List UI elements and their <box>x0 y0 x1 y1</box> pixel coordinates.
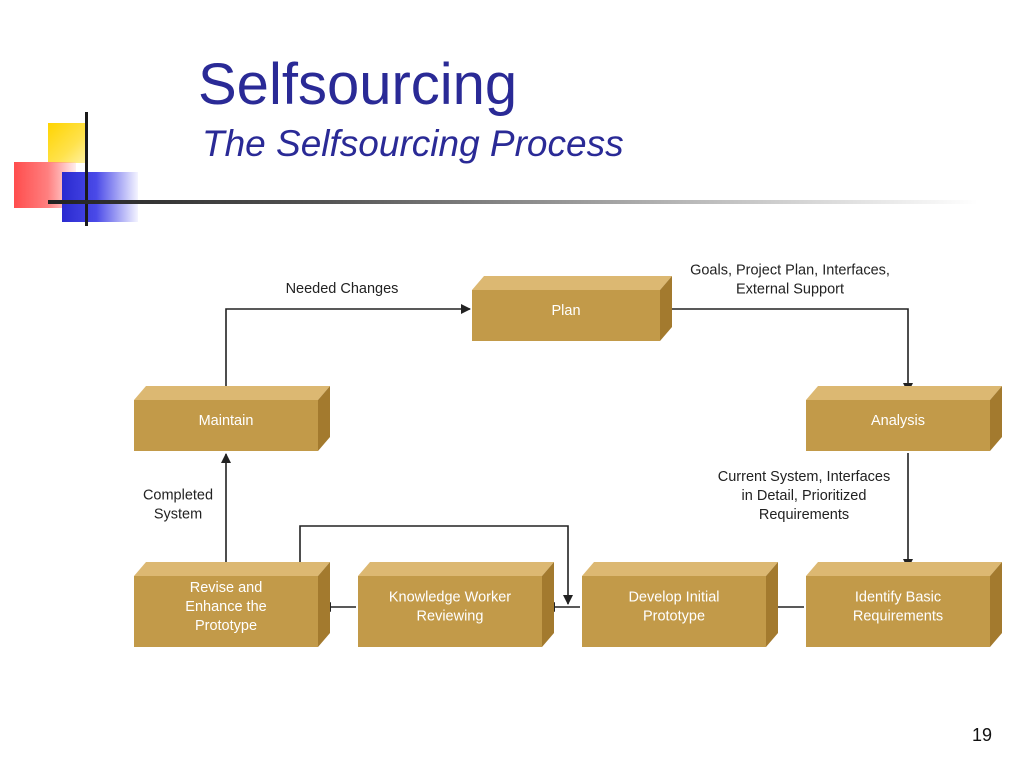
label-line: External Support <box>736 282 844 298</box>
box-plan-label: Plan <box>551 303 580 319</box>
edge-maintain-to-plan <box>225 304 471 392</box>
page-number: 19 <box>971 725 992 745</box>
title-underline <box>48 200 978 204</box>
label-line: Goals, Project Plan, Interfaces, <box>690 263 890 279</box>
box-maintain: Maintain <box>134 386 330 451</box>
label-line: Prototype <box>195 618 257 634</box>
edge-plan-to-analysis <box>660 308 913 393</box>
label-line: Requirements <box>853 609 943 625</box>
label-line: Develop Initial <box>628 590 719 606</box>
label-line: Maintain <box>199 413 254 429</box>
label-line: Reviewing <box>417 609 484 625</box>
label-line: in Detail, Prioritized <box>742 488 867 504</box>
edge-revise-loop-to-develop <box>299 525 573 605</box>
box-plan: Plan <box>472 276 672 341</box>
box-maintain-label: Maintain <box>199 413 254 429</box>
label-line: Identify Basic <box>855 590 941 606</box>
label-line: Current System, Interfaces <box>718 469 890 485</box>
slide-title: Selfsourcing <box>198 52 518 117</box>
label-line: Knowledge Worker <box>389 590 511 606</box>
box-analysis-label: Analysis <box>871 413 925 429</box>
label-current-system: Current System, Interfaces in Detail, Pri… <box>718 469 890 523</box>
slide-subtitle: The Selfsourcing Process <box>202 123 624 164</box>
label-line: System <box>154 507 202 523</box>
decor-blue-square <box>62 172 138 222</box>
label-line: Enhance the <box>185 599 266 615</box>
decor-vertical-line <box>85 112 88 226</box>
label-line: Analysis <box>871 413 925 429</box>
label-line: Completed <box>143 488 213 504</box>
decor-yellow-square <box>48 123 88 163</box>
label-line: Plan <box>551 303 580 319</box>
label-needed-changes: Needed Changes <box>286 281 399 297</box>
label-line: Requirements <box>759 507 849 523</box>
label-line: Needed Changes <box>286 281 399 297</box>
label-goals-project-plan: Goals, Project Plan, Interfaces, External… <box>690 263 890 298</box>
label-line: Revise and <box>190 580 263 596</box>
label-line: Prototype <box>643 609 705 625</box>
box-analysis: Analysis <box>806 386 1002 451</box>
